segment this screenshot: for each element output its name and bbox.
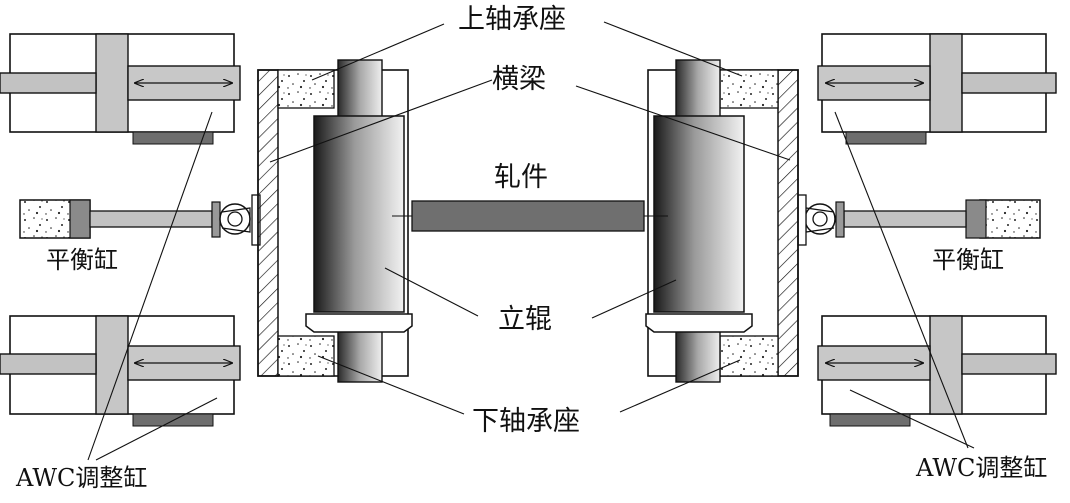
awc-cylinder-left-top: [0, 33, 241, 145]
lower-bearing-block-right: [719, 335, 779, 377]
upper-bearing-block-right: [719, 69, 779, 109]
balance-cylinder-left: [19, 194, 261, 246]
awc-cylinder-right-top: [817, 33, 1057, 145]
awc-cylinder-left-bottom: [0, 315, 241, 427]
label-balance-cylinder-left: 平衡缸: [46, 246, 118, 274]
upper-bearing-block-left: [277, 69, 335, 109]
workpiece-slab: [392, 200, 668, 232]
label-edger-roll: 立辊: [498, 304, 552, 335]
label-awc-right: AWC调整缸: [915, 454, 1047, 482]
label-awc-left: AWC调整缸: [15, 464, 147, 492]
label-workpiece: 轧件: [494, 162, 548, 193]
label-crossbeam: 横梁: [492, 64, 546, 95]
label-lower-bearing: 下轴承座: [472, 406, 580, 437]
lower-bearing-block-left: [277, 335, 335, 377]
edger-roll-left: [305, 59, 413, 383]
label-upper-bearing: 上轴承座: [458, 4, 566, 35]
label-balance-cylinder-right: 平衡缸: [932, 246, 1004, 274]
balance-cylinder-right: [797, 194, 1041, 246]
edger-roll-right: [645, 59, 753, 383]
leader-lines: [87, 21, 975, 461]
